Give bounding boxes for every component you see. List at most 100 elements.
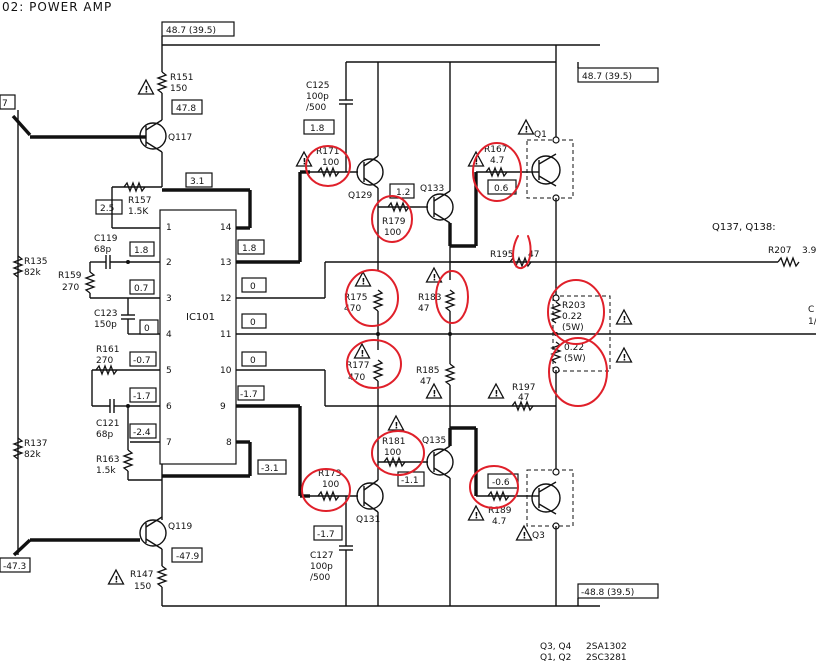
output-q1: Q1 xyxy=(517,119,574,296)
resistor-r159 xyxy=(84,271,96,294)
warning-triangle-icon xyxy=(137,79,155,97)
svg-text:82k: 82k xyxy=(24,268,41,278)
ic-input-network: C119 68p R159 270 1.8 0.7 C123 150p 0 R1… xyxy=(58,234,163,520)
top-supply: 48.7 (39.5) 48.7 (39.5) xyxy=(161,21,659,140)
svg-text:(5W): (5W) xyxy=(564,354,586,364)
svg-text:270: 270 xyxy=(62,283,79,293)
svg-text:11: 11 xyxy=(220,330,231,340)
svg-text:100: 100 xyxy=(322,480,339,490)
warning-triangle-icon xyxy=(107,569,125,587)
volt-tag-m1-7a: -1.7 xyxy=(133,392,151,402)
transistor-q3 xyxy=(531,483,561,513)
svg-text:R175: R175 xyxy=(344,293,367,303)
svg-text:100p: 100p xyxy=(306,92,329,102)
svg-text:R197: R197 xyxy=(512,383,535,393)
svg-text:R189: R189 xyxy=(488,506,512,516)
svg-text:C121: C121 xyxy=(96,419,119,429)
resistor-r207 xyxy=(777,256,800,268)
svg-text:Q3, Q4: Q3, Q4 xyxy=(540,642,572,652)
transistor-q135 xyxy=(426,448,454,476)
svg-text:100: 100 xyxy=(384,448,401,458)
resistor-r197 xyxy=(511,400,534,412)
svg-text:3: 3 xyxy=(166,294,172,304)
svg-text:Q117: Q117 xyxy=(168,133,192,143)
svg-text:100: 100 xyxy=(322,158,339,168)
volt-tag-m0-7: -0.7 xyxy=(133,356,151,366)
svg-text:R179: R179 xyxy=(382,217,406,227)
svg-text:150p: 150p xyxy=(94,320,117,330)
svg-text:1.5K: 1.5K xyxy=(128,207,149,217)
transistor-q1 xyxy=(531,155,561,185)
resistor-r147 xyxy=(156,565,168,588)
svg-text:R161: R161 xyxy=(96,345,119,355)
left-rails: 7 -47.3 R135 82k R137 82k xyxy=(0,94,140,573)
svg-text:Q137, Q138:: Q137, Q138: xyxy=(712,222,776,233)
svg-text:/500: /500 xyxy=(310,573,330,583)
resistor-r137 xyxy=(12,437,24,460)
resistor-r151 xyxy=(156,71,168,94)
svg-text:R163: R163 xyxy=(96,455,119,465)
svg-text:R183: R183 xyxy=(418,293,441,303)
svg-text:0.22: 0.22 xyxy=(564,343,584,353)
bias-network: R175 470 R183 47 R177 470 R185 47 R197 4… xyxy=(344,267,535,440)
red-annotation-circle xyxy=(301,468,351,512)
svg-text:3.9: 3.9 xyxy=(802,246,816,256)
ic101: IC101 1 2 3 4 5 6 7 14 13 12 11 10 9 8 xyxy=(159,209,237,465)
warning-triangle-icon xyxy=(517,119,535,137)
svg-text:68p: 68p xyxy=(94,245,111,255)
transistor-q131 xyxy=(356,482,384,510)
svg-text:5: 5 xyxy=(166,366,172,376)
svg-text:/500: /500 xyxy=(306,103,326,113)
svg-text:47: 47 xyxy=(528,250,539,260)
svg-text:82k: 82k xyxy=(24,450,41,460)
volt-tag-m1-7b: -1.7 xyxy=(240,390,258,400)
volt-tag-m0-6: -0.6 xyxy=(492,478,510,488)
svg-text:C123: C123 xyxy=(94,309,117,319)
svg-text:C127: C127 xyxy=(310,551,333,561)
svg-text:Q131: Q131 xyxy=(356,515,380,525)
transistor-q129 xyxy=(356,158,384,186)
warning-triangle-icon xyxy=(615,347,633,365)
red-annotation-circle xyxy=(435,270,469,324)
red-annotation-circle xyxy=(512,235,532,270)
svg-text:4: 4 xyxy=(166,330,172,340)
svg-text:14: 14 xyxy=(220,223,232,233)
svg-text:Q3: Q3 xyxy=(532,531,545,541)
svg-text:Q1, Q2: Q1, Q2 xyxy=(540,653,571,661)
svg-text:1.5k: 1.5k xyxy=(96,466,116,476)
svg-text:R157: R157 xyxy=(128,196,151,206)
svg-text:R195: R195 xyxy=(490,250,513,260)
svg-text:9: 9 xyxy=(220,402,226,412)
resistor-r185 xyxy=(444,363,456,386)
svg-text:1/: 1/ xyxy=(808,317,816,327)
svg-text:2SA1302: 2SA1302 xyxy=(586,642,627,652)
svg-text:Q135: Q135 xyxy=(422,436,446,446)
svg-text:470: 470 xyxy=(344,304,361,314)
red-annotation-circle xyxy=(548,337,608,407)
warning-triangle-icon xyxy=(615,309,633,327)
resistor-r179 xyxy=(387,201,410,213)
red-annotation-circle xyxy=(345,269,399,327)
volt-tag-0b: 0 xyxy=(250,282,256,292)
warning-triangle-icon xyxy=(487,383,505,401)
svg-text:47: 47 xyxy=(518,393,529,403)
svg-text:6: 6 xyxy=(166,402,172,412)
svg-text:0.22: 0.22 xyxy=(562,312,582,322)
volt-tag-top-rail: 48.7 (39.5) xyxy=(166,26,216,36)
volt-tag-m1-1: -1.1 xyxy=(401,476,419,486)
resistor-r135 xyxy=(12,255,24,278)
red-annotation-circle xyxy=(547,279,605,345)
svg-text:7: 7 xyxy=(166,438,172,448)
svg-text:Q129: Q129 xyxy=(348,191,373,201)
svg-text:4.7: 4.7 xyxy=(490,156,504,166)
svg-text:100p: 100p xyxy=(310,562,333,572)
resistor-r183 xyxy=(444,289,456,312)
volt-tag-m1-7c: -1.7 xyxy=(317,530,335,540)
right-side-labels: Q137, Q138: R207 3.9 C 1/ xyxy=(620,222,816,327)
red-annotation-circle xyxy=(371,430,425,476)
svg-text:8: 8 xyxy=(226,438,232,448)
svg-text:4.7: 4.7 xyxy=(492,517,506,527)
svg-text:1: 1 xyxy=(166,223,172,233)
red-annotation-circle xyxy=(346,339,402,389)
svg-text:R167: R167 xyxy=(484,145,507,155)
